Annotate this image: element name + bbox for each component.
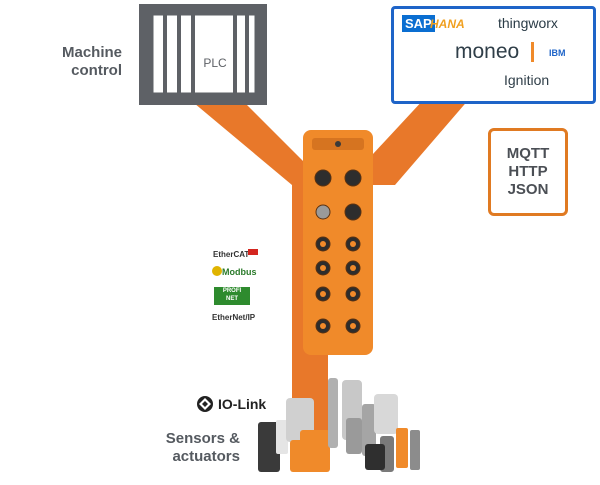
moneo-label: moneo xyxy=(455,40,520,63)
sensors-actuators-label: Sensors & actuators xyxy=(165,430,240,465)
protocols-box: MQTT HTTP JSON xyxy=(488,128,568,216)
sap-label: SAP xyxy=(405,16,432,31)
ibm-label: IBM xyxy=(549,48,566,58)
port xyxy=(344,169,362,187)
port xyxy=(314,169,332,187)
profinet-label-bottom: NET xyxy=(226,296,238,302)
modbus-icon xyxy=(212,266,222,276)
ethercat-badge xyxy=(248,249,258,255)
ethercat-logo: EtherCAT xyxy=(213,250,250,259)
azure-label: Microsoft Azure xyxy=(418,68,446,73)
ethernet-ip-logo: EtherNet/IP xyxy=(212,313,256,322)
io-link-master-device xyxy=(303,130,373,355)
moneo-bar xyxy=(531,42,534,62)
profinet-label-top: PROFI xyxy=(222,288,242,294)
protocol-http: HTTP xyxy=(508,163,548,180)
io-link-label: IO-Link xyxy=(218,396,267,412)
io-link-icon xyxy=(197,396,213,412)
sap-logo: SAP xyxy=(402,15,435,32)
sensors-actuators-group xyxy=(258,378,420,472)
port xyxy=(315,204,331,220)
plc-label: PLC xyxy=(203,56,227,70)
ignition-label: Ignition xyxy=(504,72,550,88)
profinet-logo: PROFI NET xyxy=(214,287,250,305)
thingworx-label: thingworx xyxy=(498,15,558,31)
y-connector-band xyxy=(188,98,328,470)
machine-control-label: Machine control xyxy=(61,44,122,79)
protocol-json: JSON xyxy=(507,181,549,198)
protocol-mqtt: MQTT xyxy=(506,145,550,162)
port xyxy=(344,203,362,221)
plc-module xyxy=(139,4,267,105)
modbus-logo: Modbus xyxy=(222,267,257,277)
hana-logo: HANA xyxy=(430,17,465,31)
y-connector-band-right xyxy=(360,98,470,185)
